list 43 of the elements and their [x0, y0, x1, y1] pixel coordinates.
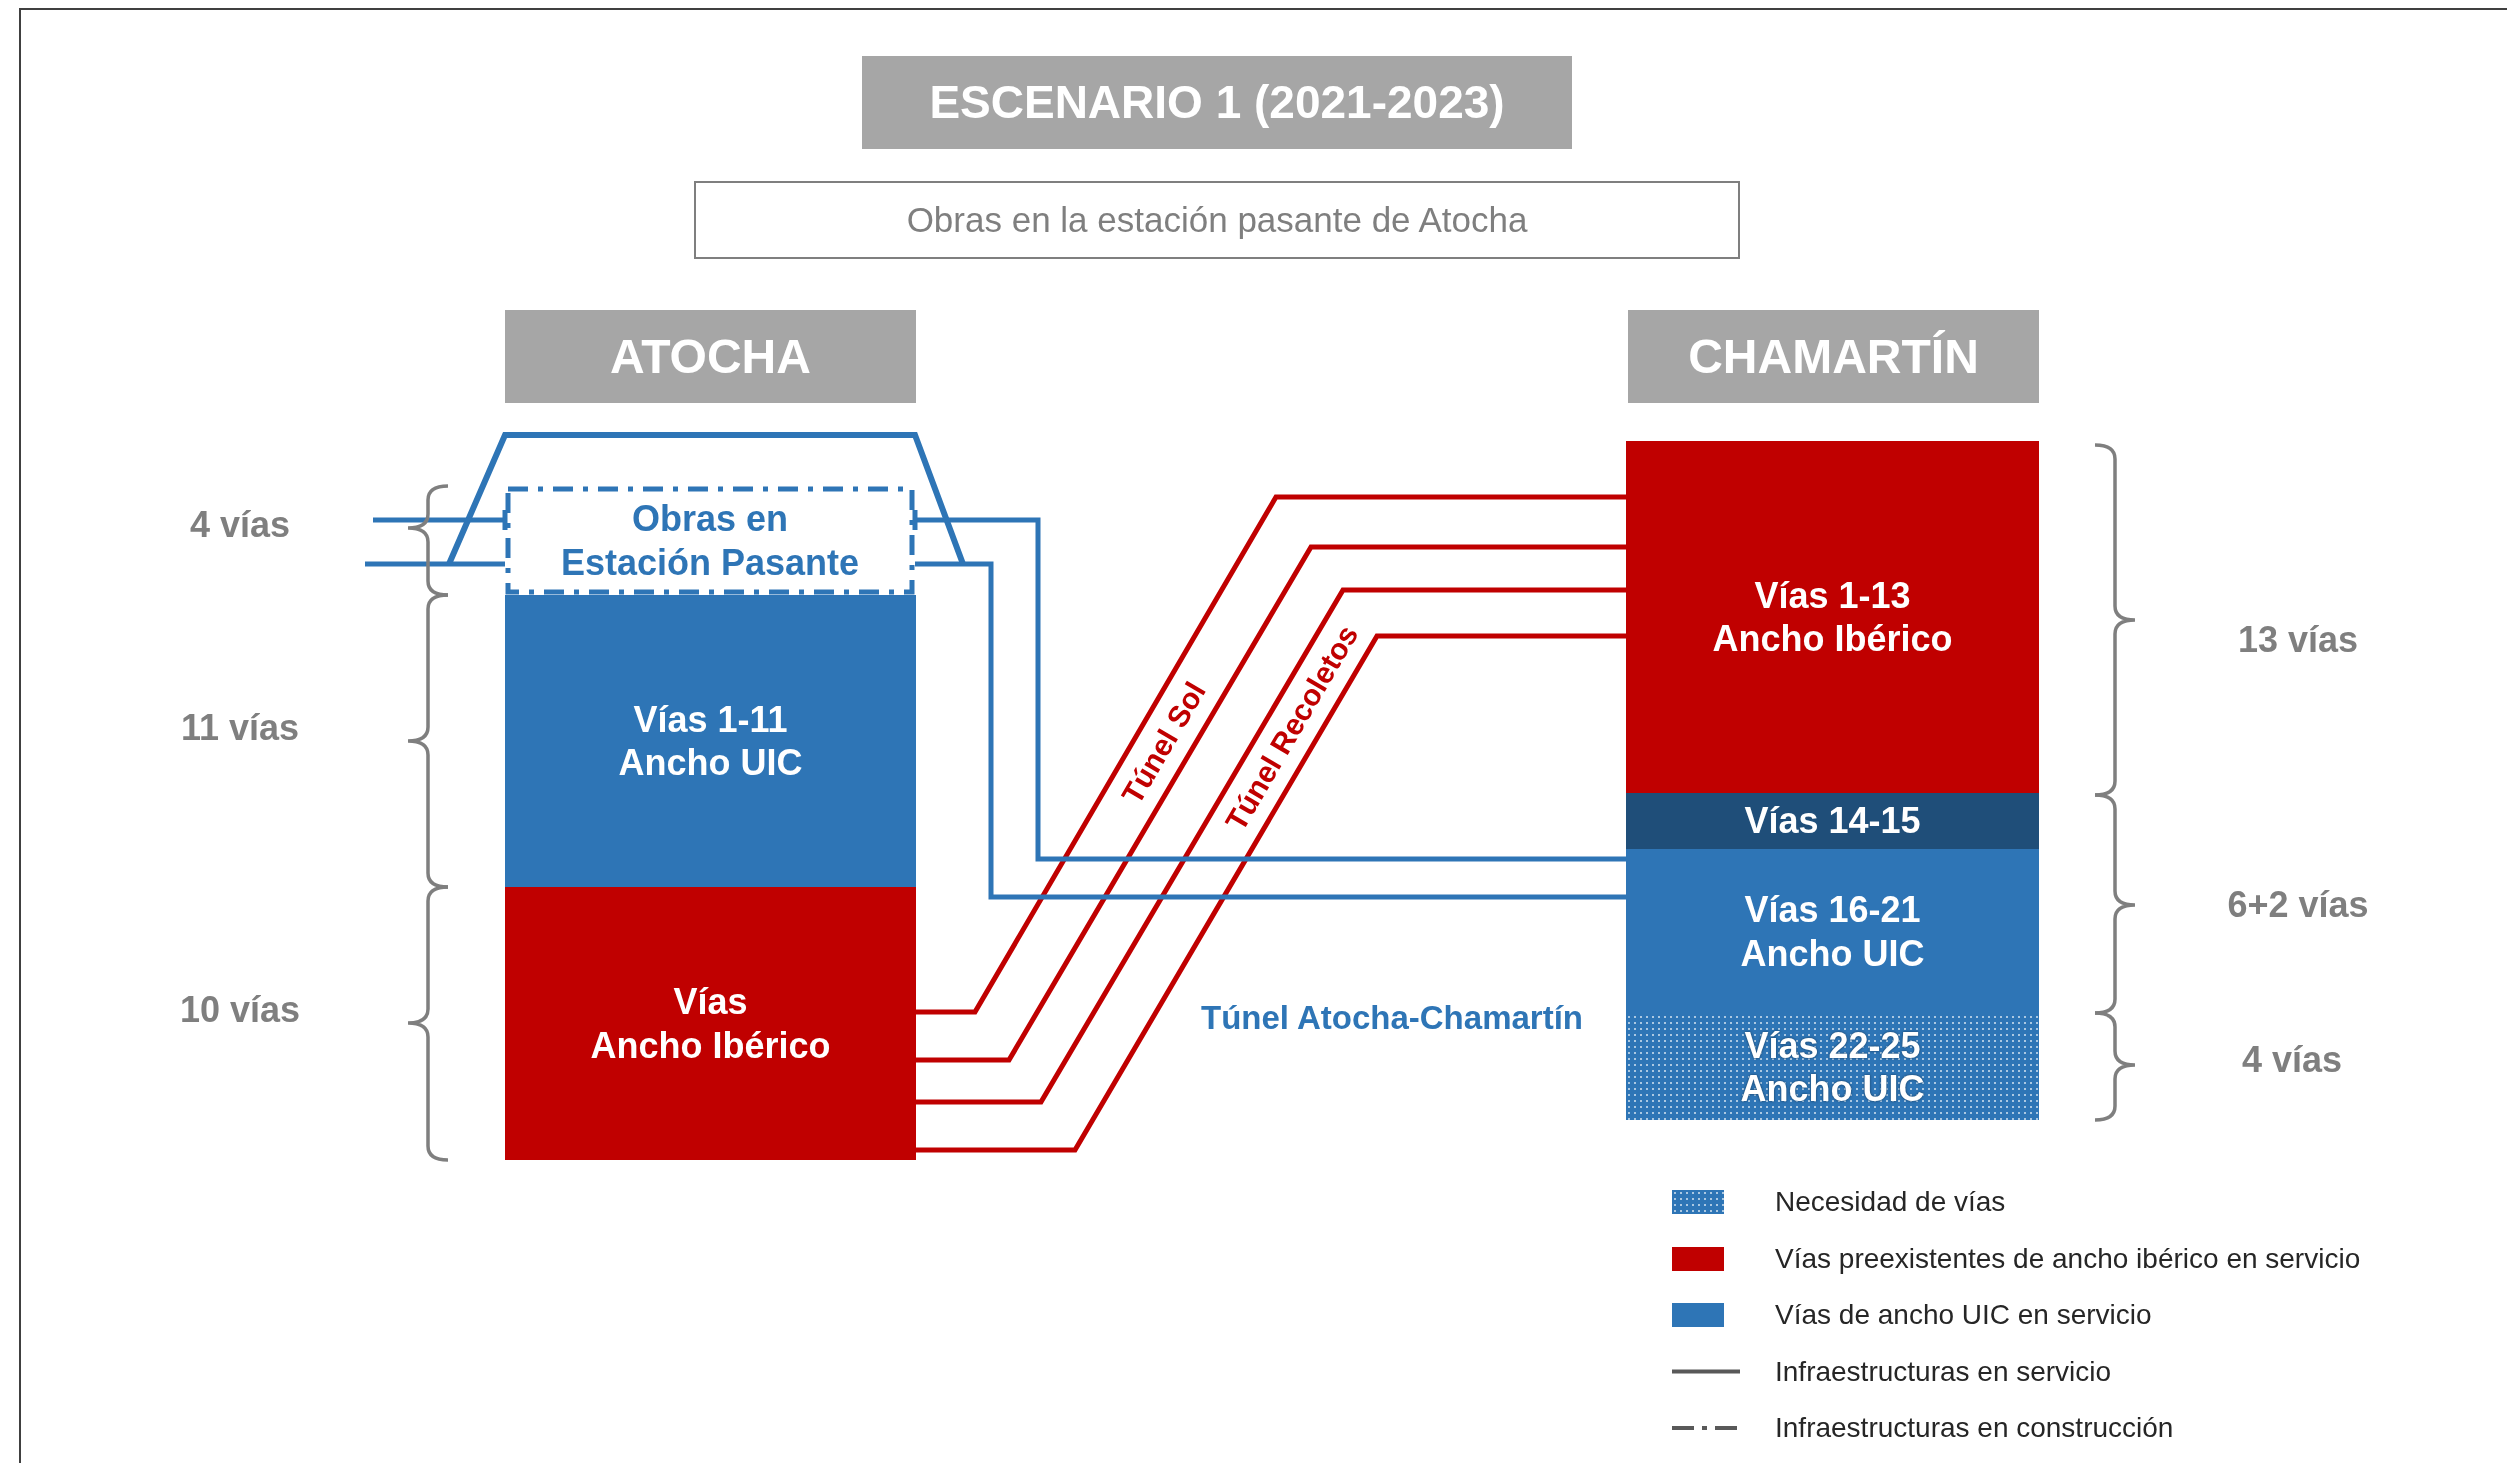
tunnel-track-line [915, 561, 1626, 900]
track-label: Vías 1-13 Ancho Ibérico [1711, 573, 1954, 661]
tunnel-label: Túnel Atocha-Chamartín [1201, 999, 1583, 1037]
legend-text: Vías preexistentes de ancho ibérico en servicio [1775, 1242, 2361, 1275]
track-count-label: 4 vías [2241, 1039, 2343, 1081]
legend-text: Necesidad de vías [1775, 1186, 2006, 1218]
track-block [505, 595, 916, 887]
track-label: Vías 1-11 Ancho UIC [617, 697, 804, 785]
track-count-label: 11 vías [180, 707, 300, 749]
track-label: Vías 14-15 [1744, 799, 1921, 843]
track-block [505, 887, 916, 1160]
track-line [916, 633, 1626, 1153]
legend-text: Infraestructuras en construcción [1775, 1412, 2174, 1444]
tunnel-track-line [365, 561, 505, 567]
title-text: ESCENARIO 1 (2021-2023) [929, 74, 1505, 130]
track-block [1626, 441, 2039, 793]
tunnel-track-line [373, 507, 508, 533]
track-count-label: 6+2 vías [2227, 884, 2369, 926]
track-line [916, 544, 1626, 1063]
subtitle-box [694, 181, 1740, 259]
track-count-label: 4 vías [189, 504, 291, 546]
subtitle-text: Obras en la estación pasante de Atocha [906, 199, 1528, 241]
track-line [916, 494, 1626, 1015]
track-label: Vías [673, 980, 748, 1024]
track-count-label: 10 vías [179, 989, 301, 1031]
track-count-label: 13 vías [2237, 619, 2359, 661]
construction-box [505, 486, 915, 595]
track-label: Vías 16-21 Ancho UIC [1739, 888, 1926, 975]
station-name: ATOCHA [610, 328, 811, 385]
track-label: Vías 22-25 Ancho UIC [1739, 1023, 1926, 1111]
track-block [1626, 849, 2039, 1014]
station-header [1628, 310, 2039, 403]
legend-text: Infraestructuras en servicio [1775, 1355, 2112, 1388]
title-banner [862, 56, 1572, 149]
station-name: CHAMARTÍN [1688, 328, 1979, 385]
construction-label: Obras en Estación Pasante [559, 497, 861, 584]
track-label: Ancho Ibérico [590, 1023, 831, 1067]
tunnel-track-line [912, 507, 1626, 862]
track-line [916, 587, 1626, 1105]
legend-text: Vías de ancho UIC en servicio [1775, 1299, 2152, 1331]
track-block [1626, 793, 2039, 849]
station-header [505, 310, 916, 403]
track-block [1626, 1014, 2039, 1120]
